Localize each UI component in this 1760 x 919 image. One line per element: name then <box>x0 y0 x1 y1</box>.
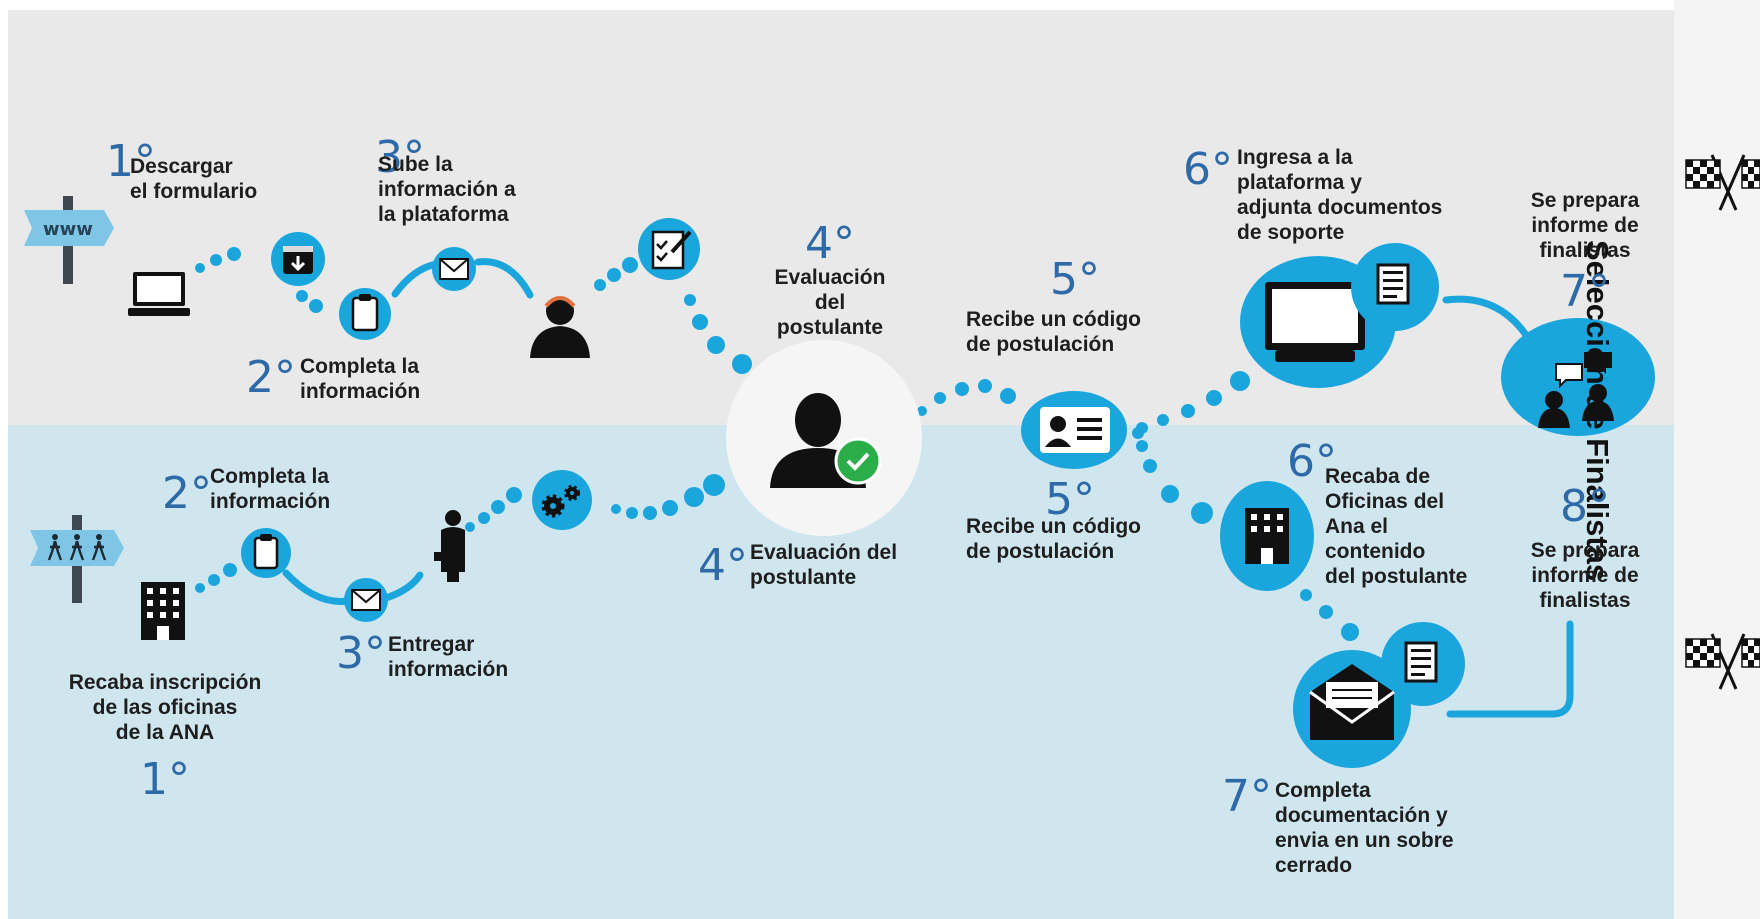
bottom-path-curves <box>282 569 1574 718</box>
walkers-sign-icon <box>30 515 124 603</box>
bottom-step6-number: 6° <box>1287 436 1337 487</box>
envelope-icon <box>432 247 476 291</box>
building-icon <box>1220 481 1314 591</box>
top-step1-number: 1° <box>106 136 156 187</box>
svg-text:www: www <box>43 219 93 240</box>
bottom-step7-number: 7° <box>1222 771 1272 822</box>
bottom-step2-number: 2° <box>162 468 212 519</box>
open-envelope-icon <box>1293 650 1411 768</box>
checkered-flag-icon <box>1685 633 1760 690</box>
clipboard-icon <box>241 528 291 578</box>
bottom-step5-number: 5° <box>1045 474 1095 525</box>
laptop-icon <box>128 272 190 316</box>
top-step5-number: 5° <box>1050 254 1100 305</box>
id-card-icon <box>1021 391 1127 469</box>
top-step7-number: 7° <box>1560 266 1610 317</box>
checklist-icon <box>638 218 700 280</box>
building-icon <box>141 582 185 640</box>
bottom-step4-number: 4° <box>698 540 748 591</box>
sidebar-panel <box>1674 0 1760 919</box>
www-sign-icon: www <box>24 196 114 284</box>
clipboard-icon <box>339 288 391 340</box>
checkered-flag-icon <box>1685 154 1760 211</box>
envelope-icon <box>344 578 388 622</box>
download-icon <box>271 232 325 286</box>
top-path-dots <box>195 247 1250 434</box>
businessperson-icon <box>434 510 465 582</box>
bottom-path-dots <box>195 427 1359 641</box>
meeting-icon <box>1501 318 1655 436</box>
user-check-icon <box>726 340 922 536</box>
computer-icon <box>1240 256 1396 388</box>
document-icon <box>1351 243 1439 331</box>
top-step3-number: 3° <box>375 132 425 183</box>
top-step2-number: 2° <box>246 352 296 403</box>
bottom-step8-number: 8° <box>1560 481 1610 532</box>
gears-icon <box>532 470 592 530</box>
top-step4-number: 4° <box>805 218 855 269</box>
top-step6-number: 6° <box>1183 144 1233 195</box>
bottom-step1-number: 1° <box>140 754 190 805</box>
bottom-step3-number: 3° <box>336 628 386 679</box>
operator-icon <box>530 296 590 358</box>
